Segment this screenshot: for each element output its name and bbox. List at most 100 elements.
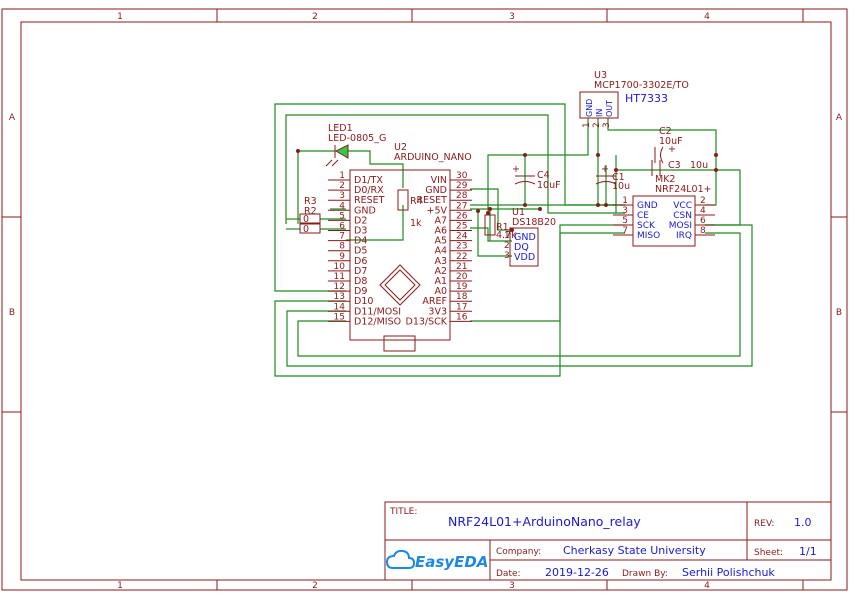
pin-number: 14 bbox=[334, 302, 346, 312]
pin-number: 5 bbox=[622, 216, 628, 226]
wire-mosi bbox=[286, 224, 753, 367]
u3-pin-1: 1 bbox=[582, 122, 592, 128]
led1[interactable]: LED1 LED-0805_G bbox=[325, 123, 386, 167]
pin-name: D10 bbox=[354, 296, 373, 307]
pin-name: D7 bbox=[354, 266, 367, 277]
r2-resistor[interactable]: R2 0 bbox=[299, 206, 321, 235]
row-label-a-right: A bbox=[836, 113, 843, 123]
mk2-body bbox=[632, 195, 696, 247]
junction bbox=[488, 207, 492, 211]
c4-value: 10uF bbox=[537, 180, 561, 191]
junctions bbox=[296, 149, 718, 232]
pin-number: 15 bbox=[334, 312, 345, 322]
led1-ref: LED1 bbox=[328, 123, 353, 134]
r1-resistor[interactable]: R1 4.7k bbox=[484, 214, 517, 241]
pin-name: D0/RX bbox=[354, 185, 384, 196]
pin-name: +5V bbox=[426, 205, 447, 216]
pin-name: MISO bbox=[637, 231, 660, 241]
pin-number: 4 bbox=[339, 201, 345, 211]
junction bbox=[596, 153, 600, 157]
u1-pin-3: 3 bbox=[504, 251, 510, 261]
title-block: TITLE: NRF24L01+ArduinoNano_relay REV: 1… bbox=[384, 501, 832, 581]
pin-number: 2 bbox=[339, 181, 345, 191]
pin-name: D4 bbox=[354, 236, 367, 247]
c1-capacitor[interactable]: + C1 10u bbox=[595, 164, 630, 192]
pin-number: 21 bbox=[456, 262, 467, 272]
pin-number: 29 bbox=[456, 181, 468, 191]
u1-pin-gnd: GND bbox=[514, 232, 536, 243]
u2-body bbox=[349, 169, 451, 341]
r3-ref: R3 bbox=[304, 196, 317, 207]
u3-pin-in: IN bbox=[595, 109, 604, 117]
u3-pin-out: OUT bbox=[605, 100, 614, 117]
c2-ref: C2 bbox=[659, 126, 672, 137]
u3-part: MCP1700-3302E/TO bbox=[594, 80, 689, 91]
r4-value: 1k bbox=[410, 218, 422, 229]
c2-capacitor[interactable]: + C2 10uF bbox=[654, 126, 683, 164]
c4-ref: C4 bbox=[537, 170, 550, 181]
pin-number: 4 bbox=[700, 206, 706, 216]
pin-number: 10 bbox=[334, 262, 346, 272]
pin-number: 8 bbox=[339, 242, 345, 252]
c4-plate-curved bbox=[514, 181, 536, 185]
wire-u3-gnd bbox=[487, 118, 589, 213]
u1-pin-2: 2 bbox=[504, 241, 510, 251]
r4-resistor[interactable]: R4 1k bbox=[397, 189, 423, 229]
u3-value: HT7333 bbox=[625, 92, 668, 105]
rev-label: REV: bbox=[754, 519, 774, 529]
frame-labels: 1 2 3 4 1 2 3 4 A B A B bbox=[9, 12, 843, 591]
col-label-4: 4 bbox=[704, 12, 710, 22]
sheet-value: 1/1 bbox=[799, 545, 817, 558]
u1-pin-1: 1 bbox=[504, 231, 510, 241]
junction bbox=[604, 203, 608, 207]
r3-value: 0 bbox=[303, 214, 309, 225]
u2-chip-symbol bbox=[379, 264, 421, 306]
junction bbox=[523, 203, 527, 207]
pin-name: D11/MOSI bbox=[354, 306, 401, 317]
u3-body bbox=[579, 91, 619, 119]
pin-number: 26 bbox=[456, 211, 468, 221]
c3-capacitor[interactable]: C3 10u bbox=[651, 160, 708, 176]
drawn-value: Serhii Polishchuk bbox=[682, 566, 775, 579]
pin-name: CE bbox=[637, 211, 649, 221]
row-label-b: B bbox=[9, 308, 15, 318]
u1-pin-dq: DQ bbox=[514, 242, 529, 253]
wire-d4 bbox=[346, 205, 404, 241]
junction bbox=[510, 228, 514, 232]
r3-resistor[interactable]: R3 0 bbox=[299, 196, 321, 225]
pin-name: RESET bbox=[354, 195, 385, 206]
pin-name: SCK bbox=[637, 221, 656, 231]
u1-ds18b20[interactable]: U1 DS18B20 GND DQ VDD 1 2 3 bbox=[504, 207, 556, 267]
pin-number: 19 bbox=[456, 282, 468, 292]
u2-ref: U2 bbox=[394, 142, 407, 153]
mk2-part: NRF24L01+ bbox=[655, 184, 712, 195]
pin-name: D2 bbox=[354, 215, 367, 226]
pin-name: RESET bbox=[417, 195, 448, 206]
wires bbox=[274, 103, 753, 377]
col-label-4-bottom: 4 bbox=[704, 581, 710, 591]
pin-number: 17 bbox=[456, 302, 467, 312]
c1-ref: C1 bbox=[612, 172, 625, 183]
pin-number: 7 bbox=[339, 232, 345, 242]
logo-text: EasyEDA bbox=[415, 553, 488, 571]
pin-name: VCC bbox=[673, 201, 692, 211]
pin-number: 1 bbox=[622, 196, 628, 206]
pin-name: GND bbox=[354, 205, 376, 216]
led1-diode-symbol bbox=[334, 144, 349, 159]
c4-capacitor[interactable]: + C4 10uF bbox=[512, 164, 561, 191]
u3-pin-2: 2 bbox=[592, 122, 602, 128]
row-label-a: A bbox=[9, 113, 16, 123]
pin-name: CSN bbox=[673, 211, 692, 221]
pin-number: 3 bbox=[339, 191, 345, 201]
row-label-b-right: B bbox=[836, 308, 842, 318]
u3-regulator[interactable]: U3 MCP1700-3302E/TO HT7333 GND IN OUT 1 … bbox=[579, 70, 689, 128]
date-label: Date: bbox=[496, 569, 521, 579]
pin-number: 30 bbox=[456, 171, 468, 181]
u1-pin-vdd: VDD bbox=[514, 252, 535, 263]
u2-part: ARDUINO_NANO bbox=[394, 152, 472, 163]
pin-name: A0 bbox=[434, 286, 447, 297]
